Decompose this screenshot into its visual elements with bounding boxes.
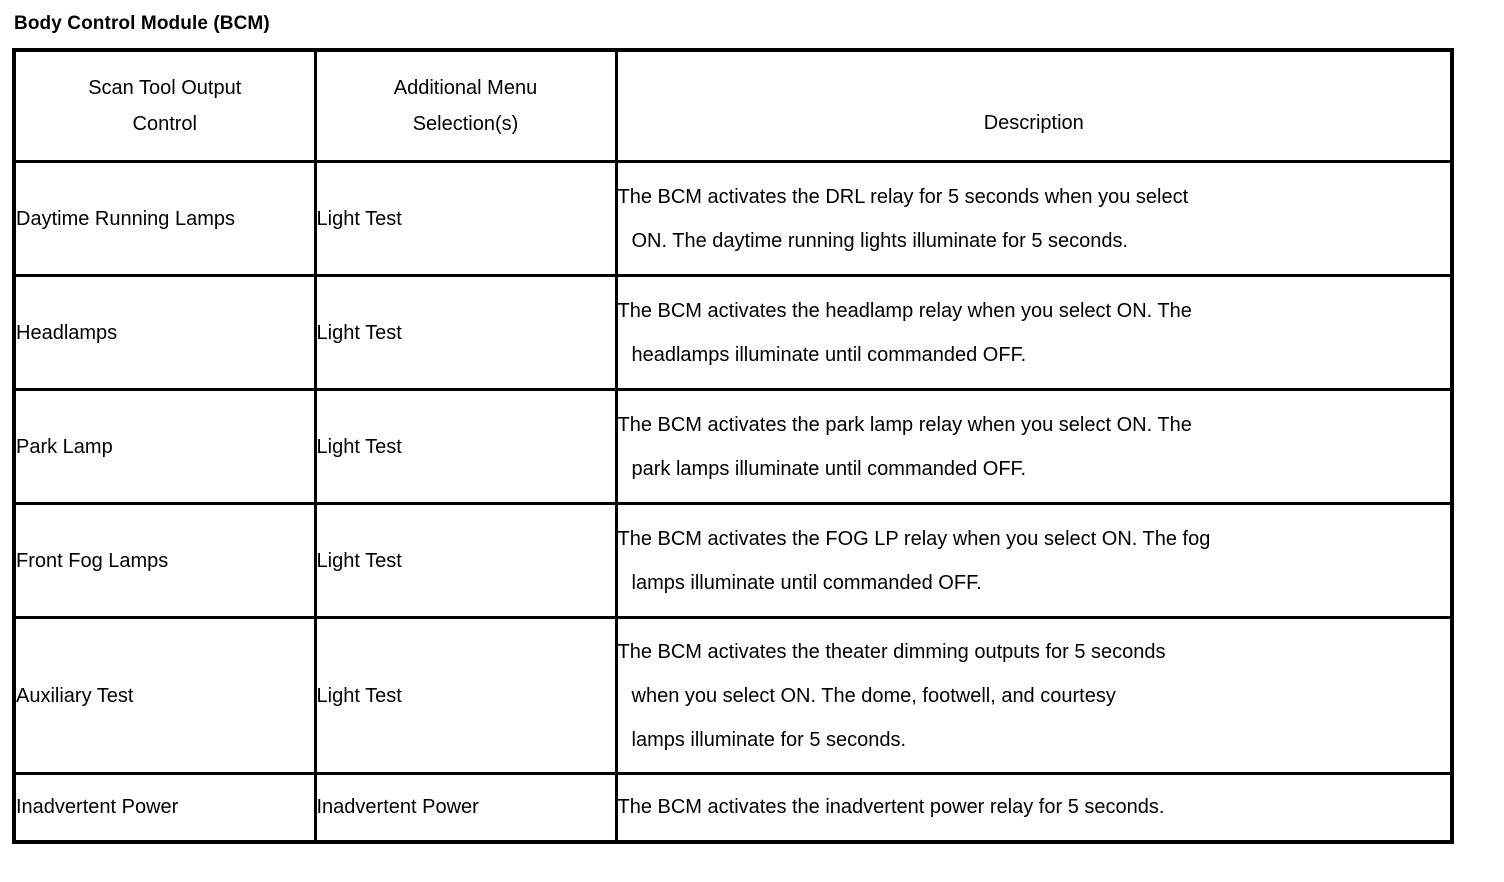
scan-tool-output-control-label: Inadvertent Power	[16, 796, 179, 819]
additional-menu-selection-label: Light Test	[316, 435, 402, 458]
description-line: lamps illuminate for 5 seconds.	[631, 728, 907, 751]
cell-description: The BCM activates the headlamp relay whe…	[614, 274, 1454, 391]
description-line: headlamps illuminate until commanded OFF…	[631, 343, 1027, 366]
description-line: park lamps illuminate until commanded OF…	[631, 457, 1027, 480]
additional-menu-selection-label: Light Test	[316, 321, 402, 344]
cell-description: The BCM activates the FOG LP relay when …	[614, 502, 1454, 619]
cell-scan-tool-output-control: Park Lamp	[12, 388, 317, 505]
table-header-row: Scan Tool Output Control Additional Menu…	[12, 48, 1454, 163]
cell-additional-menu-selection: Light Test	[313, 616, 618, 775]
table-row: Auxiliary Test Light Test The BCM activate…	[12, 616, 1454, 775]
table-row: Headlamps Light Test The BCM activates the…	[12, 274, 1454, 391]
description-line: The BCM activates the theater dimming ou…	[617, 640, 1166, 663]
cell-scan-tool-output-control: Front Fog Lamps	[12, 502, 317, 619]
column-header-additional-menu-selections-line2: Selection(s)	[412, 113, 519, 135]
description-line: when you select ON. The dome, footwell, …	[631, 684, 1116, 707]
additional-menu-selection-label: Light Test	[316, 207, 402, 230]
cell-additional-menu-selection: Light Test	[313, 274, 618, 391]
column-header-scan-tool-output-control: Scan Tool Output Control	[12, 48, 317, 163]
column-header-description-label: Description	[983, 111, 1084, 134]
column-header-additional-menu-selections: Additional Menu Selection(s)	[313, 48, 618, 163]
additional-menu-selection-label: Light Test	[316, 549, 402, 572]
table-header: Scan Tool Output Control Additional Menu…	[12, 48, 1454, 163]
cell-additional-menu-selection: Light Test	[313, 502, 618, 619]
description-line: The BCM activates the park lamp relay wh…	[617, 413, 1192, 436]
cell-description: The BCM activates the theater dimming ou…	[614, 616, 1454, 775]
column-header-scan-tool-output-control-line2: Control	[132, 113, 197, 135]
description-line: The BCM activates the headlamp relay whe…	[617, 299, 1192, 322]
scan-tool-output-control-label: Auxiliary Test	[16, 684, 134, 707]
scan-tool-output-control-label: Headlamps	[16, 321, 118, 344]
cell-scan-tool-output-control: Inadvertent Power	[12, 772, 317, 843]
cell-additional-menu-selection: Light Test	[313, 160, 618, 277]
table-row: Front Fog Lamps Light Test The BCM activat…	[12, 502, 1454, 619]
table-row: Park Lamp Light Test The BCM activates the…	[12, 388, 1454, 505]
cell-scan-tool-output-control: Auxiliary Test	[12, 616, 317, 775]
scan-tool-output-control-label: Park Lamp	[16, 435, 113, 458]
cell-description: The BCM activates the DRL relay for 5 se…	[614, 160, 1454, 277]
column-header-scan-tool-output-control-line1: Scan Tool Output	[88, 77, 242, 99]
scan-tool-output-control-label: Front Fog Lamps	[16, 549, 169, 572]
cell-scan-tool-output-control: Daytime Running Lamps	[12, 160, 317, 277]
description-line: The BCM activates the inadvertent power …	[617, 796, 1165, 819]
page-title: Body Control Module (BCM)	[14, 13, 270, 34]
column-header-description: Description	[614, 48, 1454, 163]
description-line: lamps illuminate until commanded OFF.	[631, 571, 982, 594]
cell-scan-tool-output-control: Headlamps	[12, 274, 317, 391]
description-line: The BCM activates the FOG LP relay when …	[617, 527, 1211, 550]
description-line: The BCM activates the DRL relay for 5 se…	[617, 185, 1189, 208]
additional-menu-selection-label: Inadvertent Power	[316, 796, 479, 819]
table-row: Inadvertent Power Inadvertent Power The BC…	[12, 772, 1454, 843]
cell-additional-menu-selection: Light Test	[313, 388, 618, 505]
description-line: ON. The daytime running lights illuminat…	[631, 229, 1129, 252]
cell-additional-menu-selection: Inadvertent Power	[313, 772, 618, 843]
cell-description: The BCM activates the park lamp relay wh…	[614, 388, 1454, 505]
column-header-additional-menu-selections-line1: Additional Menu	[393, 77, 538, 99]
bcm-output-control-table: Scan Tool Output Control Additional Menu…	[12, 48, 1454, 844]
table-row: Daytime Running Lamps Light Test The BCM a…	[12, 160, 1454, 277]
additional-menu-selection-label: Light Test	[316, 684, 402, 707]
scan-tool-output-control-label: Daytime Running Lamps	[16, 207, 235, 230]
cell-description: The BCM activates the inadvertent power …	[614, 772, 1454, 843]
